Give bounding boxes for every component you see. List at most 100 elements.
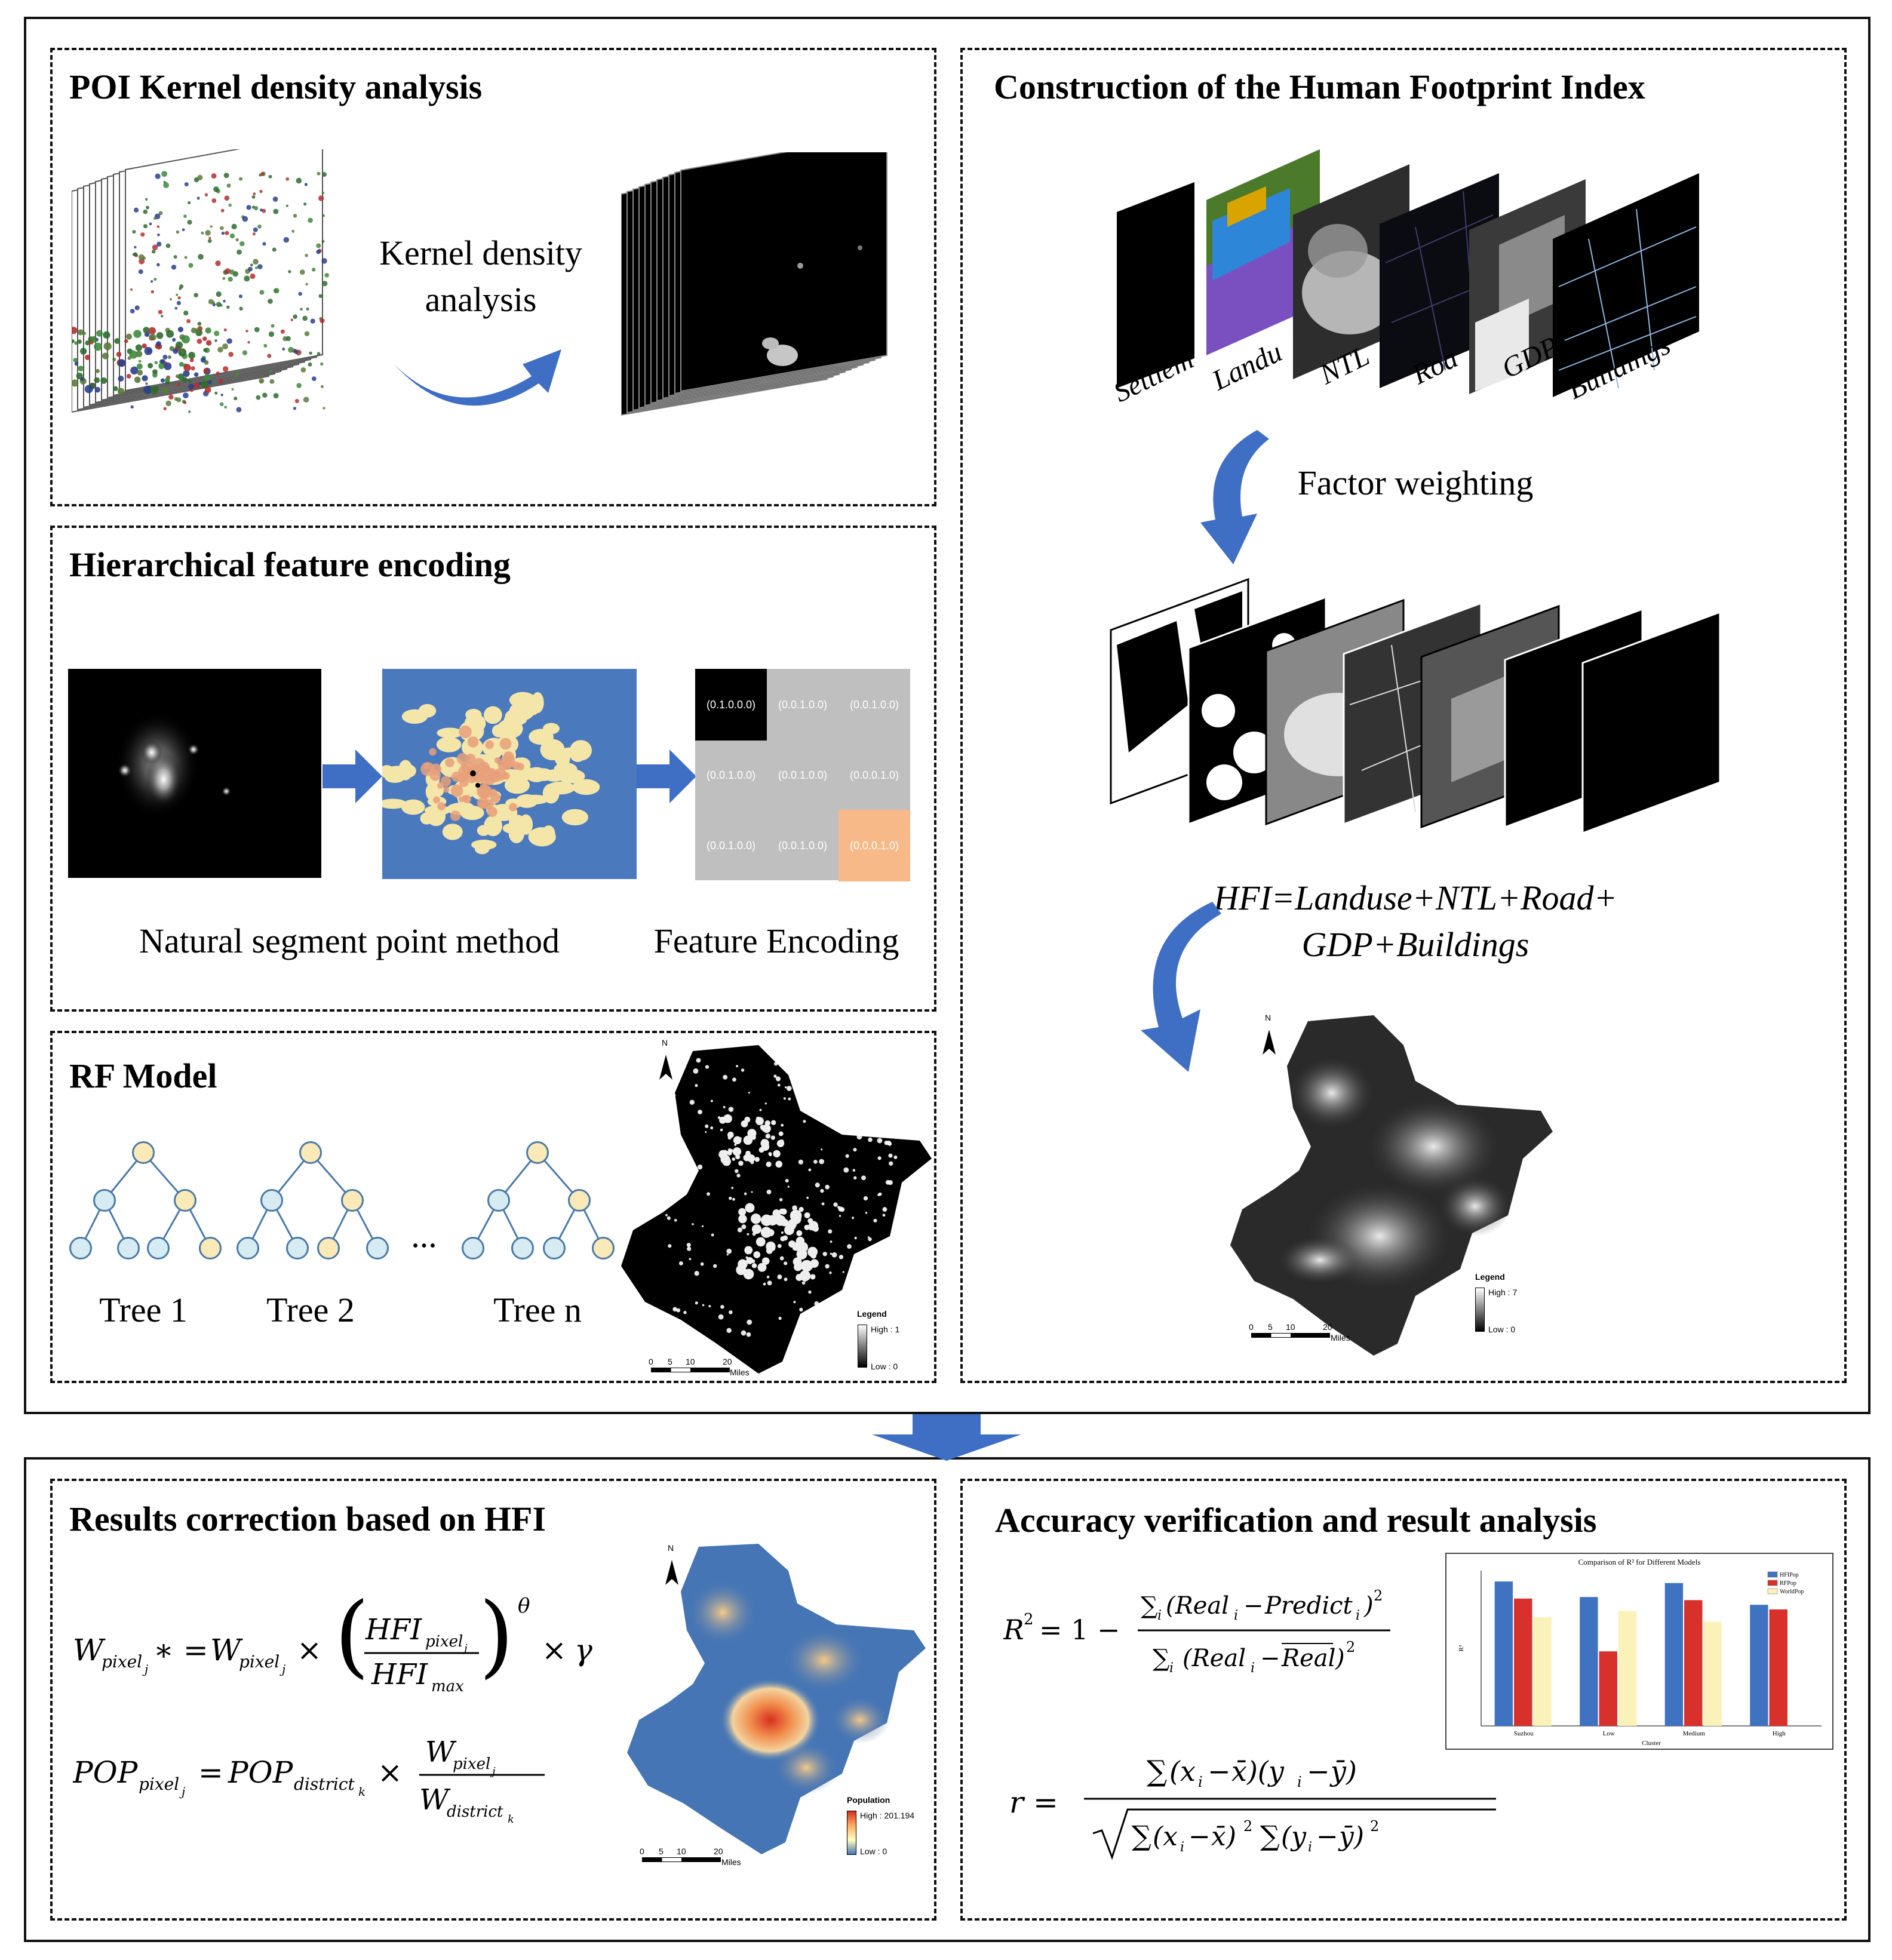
kde-density-layers-stack [621, 152, 887, 416]
rf-legend-ramp [858, 1325, 867, 1368]
svg-text:2: 2 [1374, 1587, 1383, 1604]
grid-cell: (0.0.0.1.0) [849, 769, 899, 781]
chart-bar [1684, 1600, 1703, 1726]
chart-legend-label: WorldPop [1780, 1589, 1804, 1595]
hfi-legend-low: Low : 0 [1488, 1325, 1516, 1334]
svg-text:HFI: HFI [365, 1613, 422, 1646]
svg-text:max: max [431, 1678, 464, 1695]
population-scale-unit: Miles [721, 1857, 741, 1867]
chart-bar [1599, 1651, 1617, 1726]
panel-title-hfe: Hierarchical feature encoding [69, 545, 511, 584]
panel-human-footprint-index [960, 48, 1847, 1383]
hfi-scale-tick: 20 [1323, 1322, 1332, 1332]
population-scale-tick: 20 [714, 1847, 723, 1856]
svg-text:= 1 −: = 1 − [1039, 1614, 1120, 1646]
svg-text:2: 2 [1024, 1611, 1034, 1629]
tree-node [511, 1237, 534, 1259]
svg-text:i: i [1198, 1774, 1203, 1790]
chart-bar [1580, 1597, 1598, 1726]
tree-node [132, 1141, 155, 1164]
grid-cell: (0.0.1.0.0) [778, 839, 828, 852]
north-label: N [662, 1038, 668, 1047]
rf-scale-tick: 5 [668, 1357, 672, 1366]
hfi-legend-title: Legend [1475, 1272, 1505, 1282]
svg-text:x̄)(y: x̄)(y [1231, 1755, 1285, 1787]
caption-natural-segment: Natural segment point method [139, 921, 560, 960]
tree-node [93, 1189, 116, 1212]
chart-bar [1703, 1621, 1722, 1726]
hfi-input-factor-layers [1117, 149, 1699, 397]
kde-curved-arrow-icon [394, 349, 561, 406]
svg-text:∗ =: ∗ = [153, 1633, 208, 1667]
panel-title-poi: POI Kernel density analysis [69, 67, 483, 106]
svg-text:j: j [490, 1765, 496, 1778]
upper-frame [24, 17, 1870, 1414]
tree-node [592, 1237, 615, 1259]
svg-text:∑: ∑ [1153, 1645, 1170, 1672]
svg-text:(Real: (Real [1182, 1645, 1246, 1672]
hfi-formula-line1: HFI=Landuse+NTL+Road+ [1214, 878, 1617, 917]
svg-text:×: × [542, 1633, 567, 1667]
svg-text:r: r [1009, 1785, 1025, 1820]
kde-arrow-label-line1: Kernel density [379, 234, 582, 272]
chart-bar [1618, 1611, 1637, 1726]
tree-n-label: Tree n [493, 1291, 582, 1329]
svg-text:j: j [280, 1662, 285, 1676]
svg-text:−: − [1188, 1821, 1211, 1852]
north-label: N [1265, 1013, 1271, 1022]
tree-node [117, 1237, 140, 1259]
tree-node [487, 1189, 510, 1212]
svg-text:−: − [1260, 1645, 1280, 1672]
rf-scale-tick: 0 [649, 1357, 653, 1366]
factor-weighting-label: Factor weighting [1297, 463, 1534, 502]
panel-results-correction [50, 1479, 936, 1921]
tree-2-label: Tree 2 [266, 1291, 355, 1329]
svg-text:(Real: (Real [1166, 1592, 1229, 1620]
rf-scale-bar [651, 1368, 730, 1372]
svg-text:γ: γ [575, 1633, 592, 1667]
rf-legend-high: High : 1 [871, 1325, 900, 1334]
encode-arrow-1-icon [322, 749, 382, 803]
population-scale-tick: 5 [659, 1847, 664, 1856]
rf-scale-unit: Miles [730, 1368, 750, 1377]
hfi-legend-ramp [1475, 1288, 1485, 1332]
panel-title-hfi: Construction of the Human Footprint Inde… [994, 67, 1645, 106]
grid-cell: (0.0.1.0.0) [778, 769, 828, 781]
svg-text:pixel: pixel [102, 1652, 142, 1672]
north-arrow-icon [1263, 1030, 1276, 1055]
r2-comparison-bar-chart: Comparison of R² for Different ModelsSuz… [1445, 1553, 1833, 1750]
weighted-factor-layers [1110, 577, 1721, 835]
svg-text:2: 2 [1370, 1818, 1379, 1835]
svg-text:(x: (x [1153, 1821, 1178, 1852]
tree-node [299, 1141, 322, 1164]
hfi-compose-arrow-icon [1141, 902, 1221, 1072]
tree-node [462, 1237, 484, 1259]
grid-cell: (0.0.1.0.0) [778, 698, 828, 711]
svg-text:−: − [1208, 1755, 1231, 1787]
svg-text:∑: ∑ [1147, 1755, 1167, 1788]
hfi-scale-unit: Miles [1331, 1333, 1350, 1342]
svg-text:k: k [508, 1813, 514, 1826]
population-scale-bar [642, 1857, 721, 1862]
svg-text:R: R [1003, 1614, 1024, 1646]
svg-text:×: × [377, 1755, 403, 1790]
tree-node [260, 1189, 283, 1212]
chart-bar [1514, 1598, 1532, 1726]
hfi-formula-line2: GDP+Buildings [1301, 925, 1529, 964]
svg-text:i: i [1251, 1661, 1255, 1676]
svg-text:(x: (x [1169, 1755, 1196, 1787]
svg-text:k: k [358, 1784, 366, 1799]
rf-scale-tick: 20 [723, 1357, 732, 1366]
population-scale-tick: 0 [640, 1847, 644, 1856]
natural-breaks-classified-map [382, 669, 637, 879]
grid-cell: (0.0.1.0.0) [706, 769, 756, 781]
svg-text:pixel: pixel [139, 1774, 179, 1794]
svg-text:Predict: Predict [1264, 1592, 1353, 1620]
svg-text:2: 2 [1243, 1818, 1252, 1835]
panel-title-accuracy: Accuracy verification and result analysi… [995, 1501, 1597, 1540]
hfi-scale-tick: 10 [1286, 1322, 1295, 1332]
density-raster-image [68, 669, 321, 878]
